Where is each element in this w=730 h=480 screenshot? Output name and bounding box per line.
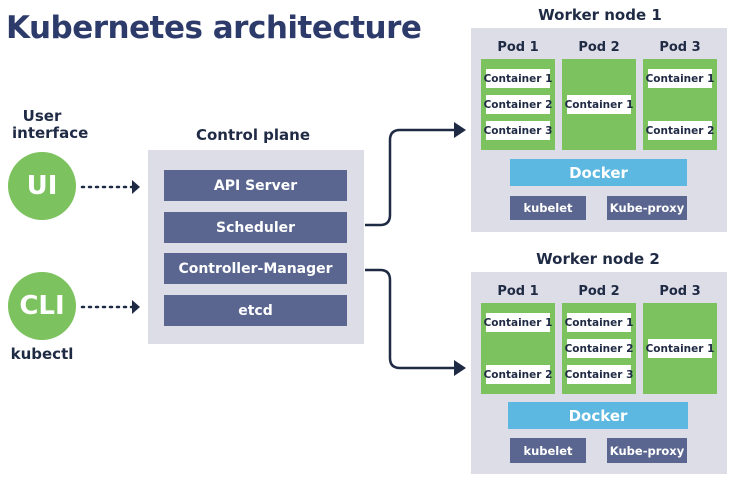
pod-2: Container 1 [562,59,636,150]
pod-label: Pod 3 [659,40,701,55]
kube-proxy: Kube-proxy [607,196,687,220]
worker-node-1-label: Worker node 1 [538,6,662,24]
worker-node-1-panel: Pod 1 Pod 2 Pod 3 Container 1 Container … [471,28,727,232]
container: Container 3 [484,121,552,140]
pod-label: Pod 2 [578,40,620,55]
cli-circle: CLI [8,272,76,340]
container: Container 1 [646,69,714,88]
kubelet: kubelet [510,438,586,463]
pod-1: Container 1 Container 2 Container 3 [481,59,555,150]
container: Container 2 [646,121,714,140]
pod-label: Pod 1 [497,284,539,299]
control-plane-label: Control plane [195,126,311,144]
arrow-to-worker1 [365,128,456,227]
kubelet: kubelet [510,196,586,220]
docker-runtime: Docker [510,159,687,186]
pod-1: Container 1 Container 2 [481,303,555,394]
kubectl-label: kubectl [10,345,74,363]
container: Container 1 [484,69,552,88]
container: Container 1 [646,339,714,358]
kube-proxy: Kube-proxy [607,438,687,463]
pod-2: Container 1 Container 2 Container 3 [562,303,636,394]
user-interface-label: User interface [12,107,89,142]
pod-label: Pod 3 [659,284,701,299]
container: Container 2 [484,95,552,114]
pod-label: Pod 2 [578,284,620,299]
controller-manager: Controller-Manager [164,253,347,284]
container: Container 1 [565,95,633,114]
etcd: etcd [164,295,347,326]
scheduler: Scheduler [164,212,347,243]
control-plane-panel: API Server Scheduler Controller-Manager … [148,150,364,344]
container: Container 1 [484,313,552,332]
pod-3: Container 1 [643,303,717,394]
worker-node-2-label: Worker node 2 [536,250,660,268]
arrow-to-worker2 [365,268,456,370]
container: Container 2 [484,365,552,384]
page-title: Kubernetes architecture [6,10,422,46]
docker-runtime: Docker [508,402,688,429]
ui-circle: UI [8,152,76,220]
worker-node-2-panel: Pod 1 Pod 2 Pod 3 Container 1 Container … [471,272,727,474]
container: Container 3 [565,365,633,384]
container: Container 1 [565,313,633,332]
pod-3: Container 1 Container 2 [643,59,717,150]
api-server: API Server [164,170,347,201]
container: Container 2 [565,339,633,358]
pod-label: Pod 1 [497,40,539,55]
